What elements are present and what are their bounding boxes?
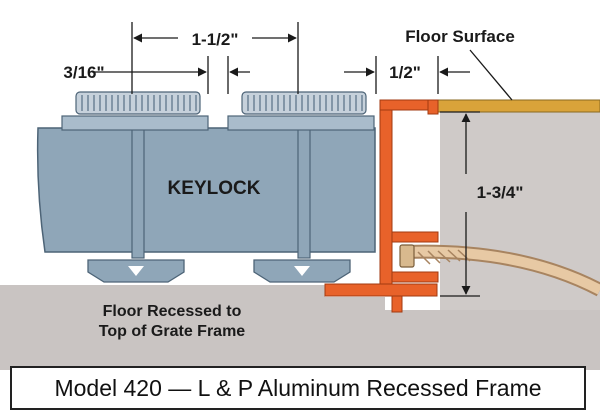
dimension-3-16 [92,56,250,94]
floor-recessed-line-1: Floor Recessed to [103,303,242,320]
dim-label-3-16: 3/16" [63,63,104,82]
bottom-foot-right [253,259,351,283]
dim-label-1-3-4: 1-3/4" [477,183,524,202]
top-flange-left [61,115,209,131]
dimension-1-2 [344,56,470,94]
caption-title: Model 420 — L & P Aluminum Recessed Fram… [54,374,542,401]
bottom-foot-left [87,259,185,283]
floor-recessed-line-2: Top of Grate Frame [99,323,245,340]
anchor-bolt [399,244,600,297]
dim-label-1-1-2: 1-1/2" [192,30,239,49]
recessed-floor [0,285,600,370]
grate-web-right [297,117,311,259]
tread-right [241,91,367,115]
cross-section-drawing: 1-1/2" 3/16" 1/2" Floor Surface 1-3/4" [0,22,600,370]
floor-surface-label: Floor Surface [405,27,515,46]
dim-label-1-2: 1/2" [389,63,421,82]
dimension-1-3-4 [440,111,480,297]
caption-box: Model 420 — L & P Aluminum Recessed Fram… [10,366,586,410]
grate-body [36,127,376,253]
tread-left [75,91,201,115]
dimension-1-1-2 [131,22,299,94]
top-flange-right [227,115,375,131]
grate-web-left [131,117,145,259]
floor-surface-leader [469,49,513,101]
floor-surface-strip [431,99,600,113]
keylock-label: KEYLOCK [168,178,261,199]
recessed-frame-profile [324,99,439,313]
